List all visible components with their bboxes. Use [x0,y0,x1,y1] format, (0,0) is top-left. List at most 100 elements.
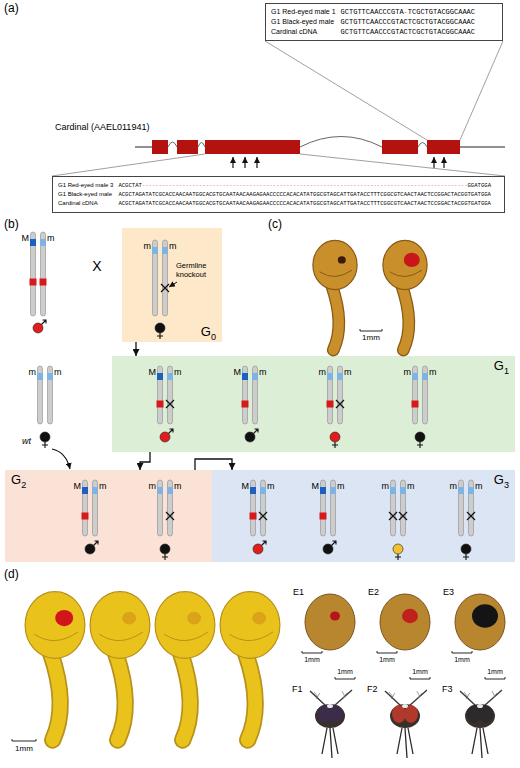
knockout-cross [467,512,475,520]
chromosome-label: m [149,481,157,491]
chromosome [261,480,266,536]
knockout-cross [399,512,407,520]
chromosome [413,366,418,424]
sex-locus [40,239,46,246]
pupa-head-photo [380,594,430,650]
target-site-arrow [433,157,434,168]
target-site-arrow [232,157,233,168]
chromosome-label: m [429,367,437,377]
panel-letter: F2 [367,684,378,694]
chromosome [41,232,46,316]
male-symbol [42,320,47,325]
pupa-photo [90,592,150,740]
chromosome [48,366,53,424]
pupa-eye [187,612,201,625]
panel-letter: (c) [268,218,282,232]
chromosome [163,240,168,316]
scale-label: 1mm [454,656,470,664]
chromosome [153,240,158,316]
individual [242,366,259,442]
generation-label: G2 [11,472,26,488]
sex-locus [458,487,464,494]
chromosome-label: m [169,241,177,251]
eye-colour-dot [393,544,403,554]
sex-locus [400,487,406,494]
target-site-arrow [244,157,245,168]
chromosome-label: m [337,481,345,491]
female-symbol [332,442,338,448]
pupa-photo [383,240,427,350]
chromosome-label: M [149,367,157,377]
chromosome [243,366,248,424]
sex-locus [330,487,336,494]
proboscis [322,728,338,758]
mutant-allele [250,513,257,520]
individual [458,480,475,560]
antenna [460,690,502,706]
sex-locus [412,373,418,380]
individual [37,366,53,448]
scale-bar [12,739,36,741]
male-symbol [262,541,267,546]
chromosome-label: m [475,481,483,491]
antenna [385,690,427,706]
chromosome-label: m [29,367,37,377]
mutant-allele [157,401,164,408]
chromosome [31,232,36,316]
chromosome-label: m [174,367,182,377]
pupa-head [380,594,430,650]
sex-locus [37,373,43,380]
knockout-cross [259,512,267,520]
mosquito-head-photo [385,690,427,758]
scale-label: 1mm [362,333,380,342]
chromosome-label: M [22,233,30,243]
pupa-head [455,594,505,650]
target-site-arrow [443,157,444,168]
pupa-abdomen [115,653,125,740]
mosquito-head [315,704,345,728]
chromosome-label: m [382,481,390,491]
mosquito-head [390,704,420,728]
pupa-abdomen [50,653,60,740]
pupa-wing-case [99,632,143,641]
chromosome [168,480,173,536]
chromosome-label: m [407,481,415,491]
proboscis [472,728,488,758]
chromosome [253,366,258,424]
chromosome-label: m [174,481,182,491]
knockout-cross [166,400,174,408]
annotation: Germline knockout [176,262,220,279]
female-symbol [162,554,168,560]
chromosome-label: M [242,481,250,491]
scale-bar [360,329,382,331]
eye-colour-dot [155,323,165,333]
genotype-label: wt [22,436,31,446]
alignment-box: G1 Red-eyed male 1GCTGTTCAACCCGTA-TCGCTG… [265,3,503,41]
pupa-abdomen [402,285,409,350]
sex-locus [327,373,333,380]
sex-locus [252,373,258,380]
individual [320,480,337,554]
mutant-allele [30,279,37,286]
chromosome-label: m [54,367,62,377]
pupa-eye [402,609,418,623]
sex-locus [47,373,53,380]
sequence-name: Cardinal cDNA [271,27,336,37]
chromosome [158,480,163,536]
individual [412,366,429,448]
sex-locus [250,487,256,494]
pupa-wing-case [164,632,208,641]
chromosome-label: m [267,481,275,491]
white-scales [477,704,483,708]
sex-locus [167,373,173,380]
generation-label: G1 [494,358,509,374]
scale-bar [377,651,397,653]
chromosome [331,480,336,536]
sex-locus [30,239,36,246]
eye-colour-dot [160,544,170,554]
antenna-hair [464,691,497,699]
pupa-photo [25,592,85,740]
panel-letter: E2 [368,587,379,597]
cross-arrow [52,449,70,469]
generation-arrow [195,459,232,470]
